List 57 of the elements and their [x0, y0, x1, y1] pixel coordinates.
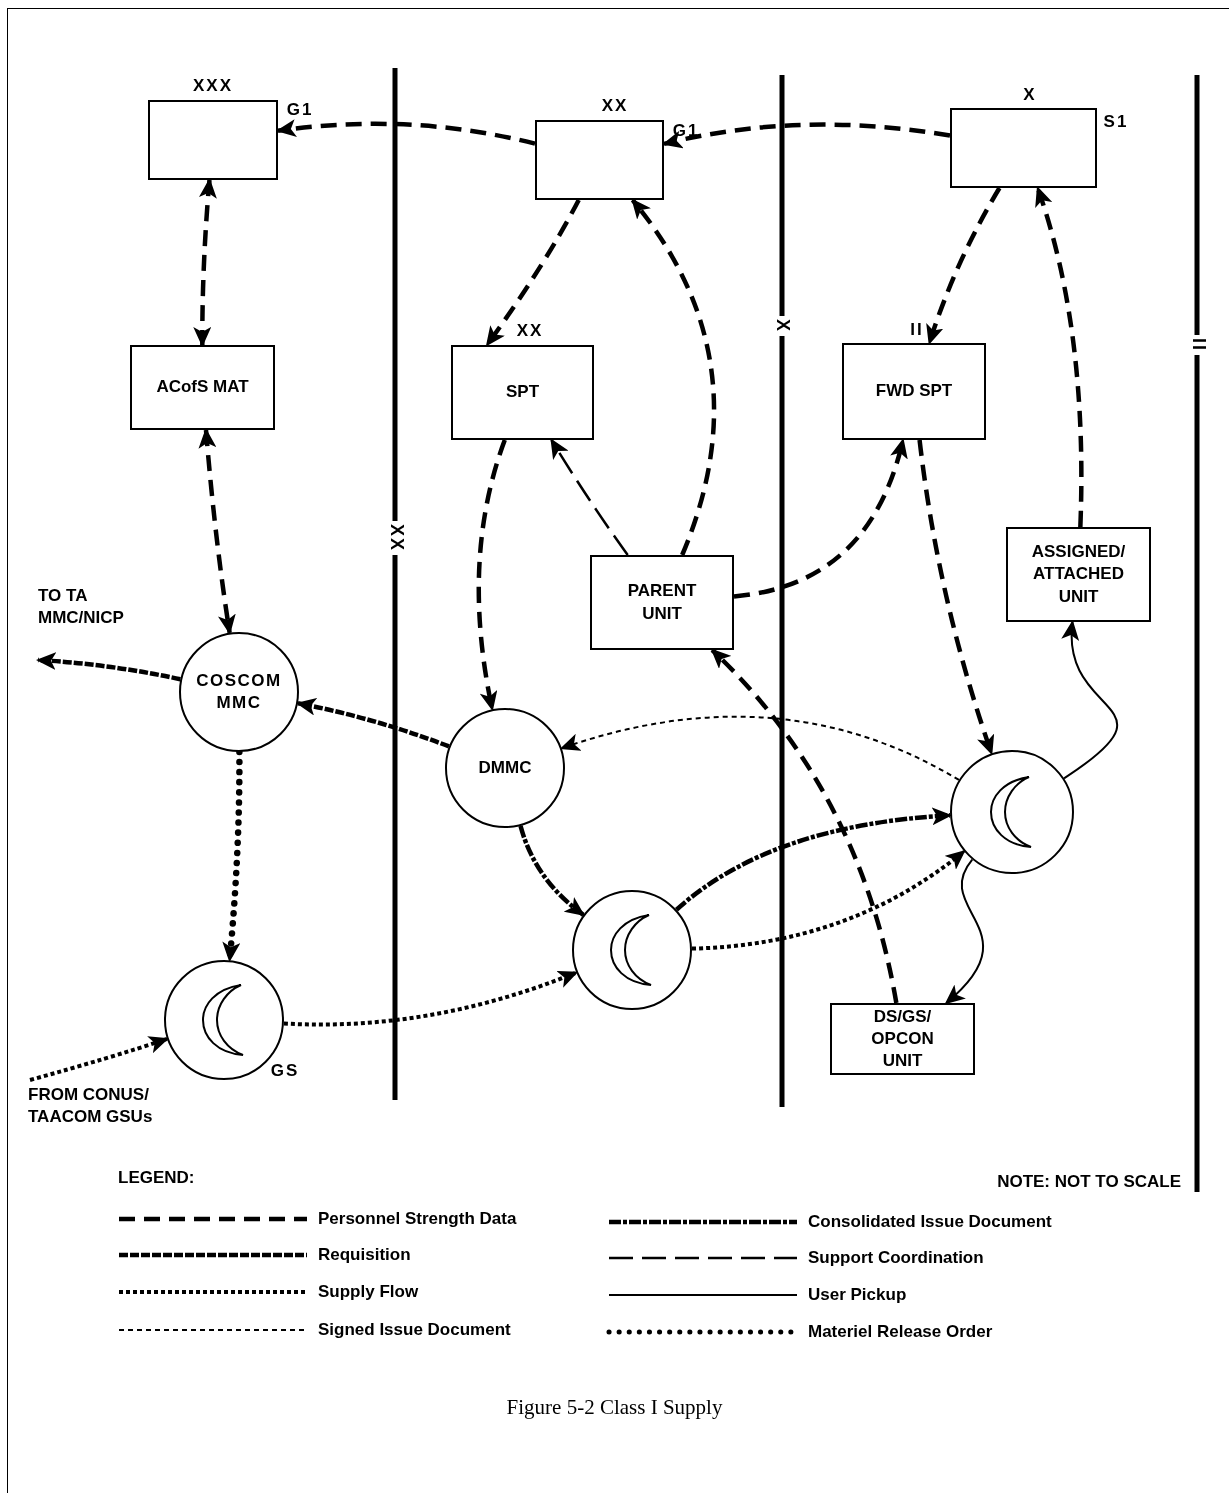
- arrow: [36, 652, 181, 682]
- legend-label: User Pickup: [808, 1285, 907, 1305]
- unit-box: [1006, 527, 1151, 622]
- flow-label-text: FROM CONUS/ TAACOM GSUs: [28, 1083, 154, 1128]
- arrow: [926, 186, 1002, 345]
- arrow: [198, 428, 236, 635]
- echelon-symbol: XXX: [193, 76, 233, 96]
- arrow: [476, 439, 507, 712]
- echelon-symbol: X: [1023, 85, 1037, 105]
- arrow: [630, 198, 717, 556]
- node-label: FWD SPT: [875, 380, 953, 403]
- echelon-symbol: XX: [516, 321, 544, 341]
- node-label: SPT: [505, 381, 540, 404]
- node-label: DMMC: [478, 756, 532, 779]
- echelon-symbol: XX: [601, 96, 629, 116]
- echelon-symbol: G1: [286, 100, 314, 120]
- arrow: [193, 178, 217, 347]
- arrow: [559, 715, 960, 781]
- arrow: [518, 825, 585, 917]
- unit-box: [830, 1003, 975, 1075]
- unit-box: [130, 345, 275, 430]
- arrow: [1034, 186, 1084, 528]
- echelon-symbol: II: [910, 320, 924, 340]
- note-text: NOTE: NOT TO SCALE: [997, 1172, 1181, 1192]
- legend-label: Personnel Strength Data: [318, 1209, 517, 1229]
- arrow: [917, 439, 995, 756]
- unit-box: [950, 108, 1097, 188]
- arrow: [1063, 620, 1119, 780]
- legend-heading: LEGEND:: [118, 1168, 195, 1188]
- arrow: [550, 438, 629, 556]
- arrow: [485, 198, 581, 347]
- legend-label: Requisition: [318, 1245, 411, 1265]
- node-label: DS/GS/ OPCON UNIT: [870, 1005, 935, 1073]
- arrow: [710, 648, 899, 1004]
- arrow: [691, 849, 966, 951]
- figure-caption: Figure 5-2 Class I Supply: [506, 1395, 723, 1419]
- arrow: [733, 438, 907, 599]
- node-label: PARENT UNIT: [626, 580, 698, 625]
- node-label: COSCOM MMC: [195, 669, 283, 714]
- legend-label: Support Coordination: [808, 1248, 984, 1268]
- echelon-symbol: S1: [1103, 112, 1129, 132]
- echelon-symbol: GS: [270, 1061, 300, 1081]
- legend-label: Signed Issue Document: [318, 1320, 511, 1340]
- flow-label-text: TO TA MMC/NICP: [38, 584, 125, 629]
- arrow: [29, 1036, 169, 1082]
- unit-box: [535, 120, 664, 200]
- arrow: [283, 970, 579, 1027]
- unit-box: [148, 100, 278, 180]
- arrow: [944, 858, 985, 1005]
- unit-box: [842, 343, 986, 440]
- node-label: ACofS MAT: [156, 376, 249, 399]
- unit-box: [451, 345, 594, 440]
- legend-label: Supply Flow: [318, 1282, 419, 1302]
- unit-box: [590, 555, 734, 650]
- node-label: ASSIGNED/ ATTACHED UNIT: [1030, 541, 1127, 608]
- legend-label: Consolidated Issue Document: [808, 1212, 1052, 1232]
- legend-label: Materiel Release Order: [808, 1322, 993, 1342]
